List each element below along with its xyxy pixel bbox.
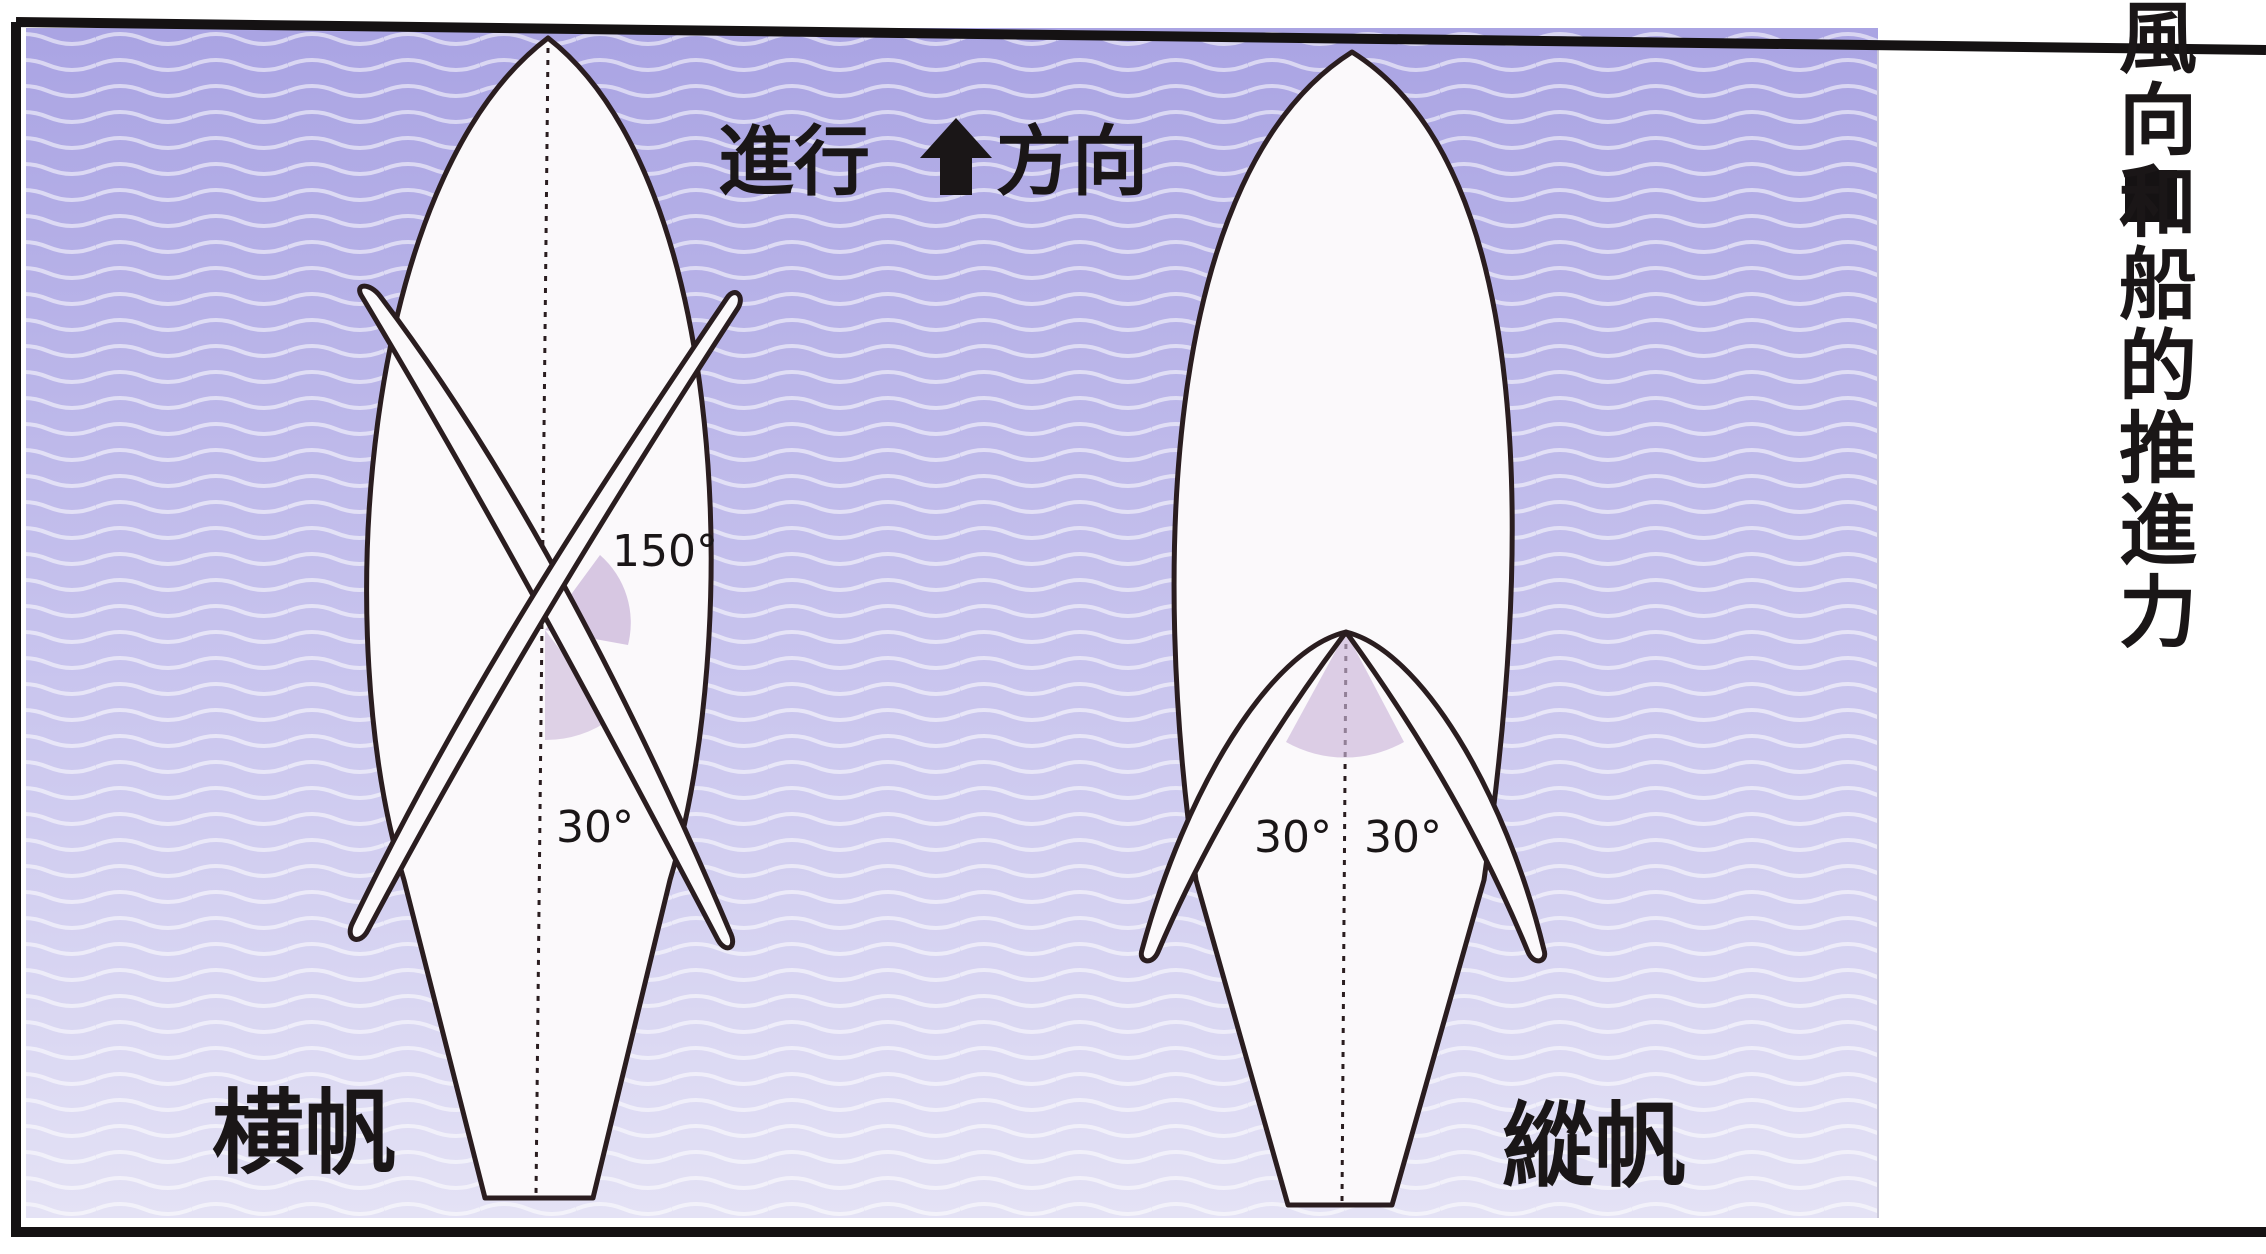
side-panel-title: 風向和船的推進力 (2106, 0, 2197, 653)
right-boat-name: 縱帆 (1502, 1093, 1686, 1200)
left-boat: 150° 30° 横帆 (212, 35, 743, 1201)
right-sail-right (1343, 629, 1548, 964)
right-angle-shade (1286, 632, 1404, 758)
direction-text-left: 進行 (718, 117, 870, 206)
left-boat-name: 横帆 (212, 1080, 396, 1187)
right-angle-left-label: 30° (1254, 812, 1332, 863)
direction-title: 進行 方向 (718, 117, 1148, 206)
right-boat-hull (1171, 49, 1515, 1208)
side-panel (1878, 46, 2258, 1218)
direction-text-right: 方向 (996, 117, 1148, 206)
up-arrow-icon (920, 118, 992, 195)
square-bullet-icon (2125, 170, 2177, 222)
left-angle-upper-label: 150° (612, 526, 718, 577)
right-sail-left (1138, 629, 1349, 964)
left-sail-two (347, 290, 743, 942)
diagram-frame (11, 17, 2266, 1237)
side-panel-content: 風向和船的推進力 (2106, 0, 2197, 653)
right-boat: 30° 30° 縱帆 (1138, 49, 1686, 1208)
right-angle-right-label: 30° (1364, 812, 1442, 863)
left-angle-lower-label: 30° (556, 802, 634, 853)
water-area (26, 28, 1878, 1218)
